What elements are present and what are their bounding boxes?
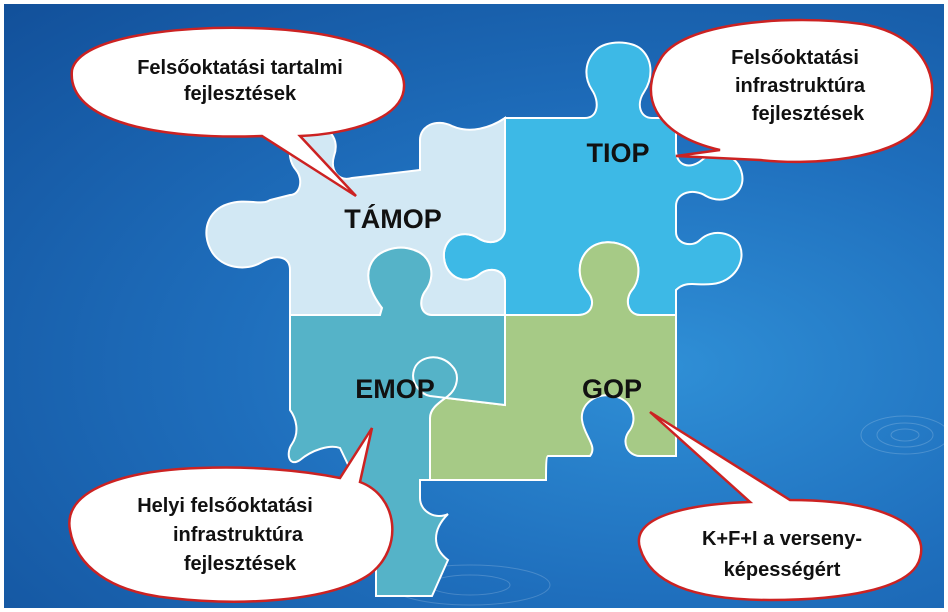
callout-bottom-left-line-2: infrastruktúra [173, 524, 304, 546]
callout-top-left-line-1: Felsőoktatási tartalmi [137, 57, 343, 79]
callout-bottom-left: Helyi felsőoktatási infrastruktúra fejle… [68, 427, 394, 603]
callout-top-right-line-2: infrastruktúra [735, 75, 866, 97]
callout-top-left: Felsőoktatási tartalmi fejlesztések [70, 26, 406, 198]
label-gop: GOP [582, 374, 642, 404]
callout-bottom-left-line-1: Helyi felsőoktatási [137, 495, 313, 517]
callout-bottom-right-line-2: képességért [724, 559, 841, 581]
callout-top-right: Felsőoktatási infrastruktúra fejlesztése… [649, 18, 934, 164]
callout-bottom-right: K+F+I a verseny- képességért [637, 410, 923, 602]
callout-top-left-line-2: fejlesztések [184, 83, 297, 105]
callout-bottom-left-line-3: fejlesztések [184, 553, 297, 575]
callout-bottom-right-line-1: K+F+I a verseny- [702, 528, 862, 550]
puzzle-diagram: TÁMOP TIOP EMOP GOP Felsőoktatási tartal… [68, 18, 944, 606]
callout-top-right-line-3: fejlesztések [752, 103, 865, 125]
puzzle-piece-emop [287, 246, 506, 597]
label-tiop: TIOP [586, 138, 649, 168]
slide-background: TÁMOP TIOP EMOP GOP Felsőoktatási tartal… [4, 4, 944, 608]
label-emop: EMOP [355, 374, 435, 404]
label-tamop: TÁMOP [344, 203, 442, 234]
callout-top-right-line-1: Felsőoktatási [731, 47, 859, 69]
